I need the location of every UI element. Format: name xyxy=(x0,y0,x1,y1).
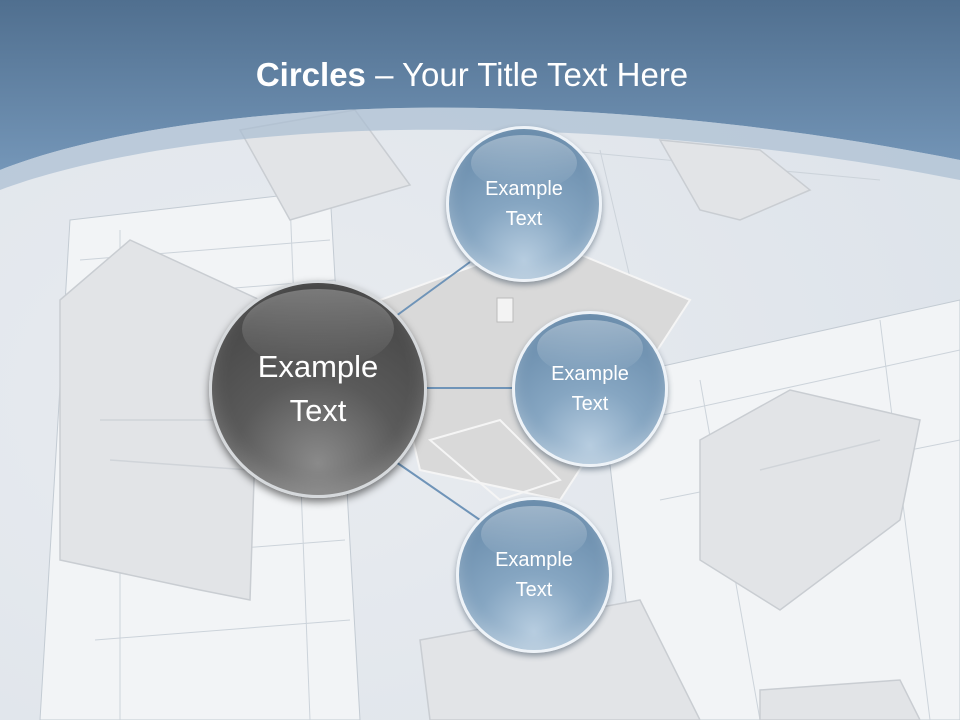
title-text: – Your Title Text Here xyxy=(365,56,689,93)
connector-top xyxy=(395,261,471,317)
slide-title: Circles – Your Title Text Here xyxy=(0,52,944,98)
connector-bottom xyxy=(395,461,481,521)
outer-circle-top: Example Text xyxy=(446,126,602,282)
center-circle: Example Text xyxy=(209,280,427,498)
outer-circle-top-label: Example Text xyxy=(485,178,563,230)
outer-circle-middle: Example Text xyxy=(512,311,668,467)
title-bold-word: Circles xyxy=(255,56,366,93)
outer-circle-middle-label: Example Text xyxy=(551,363,629,415)
center-circle-label: Example Text xyxy=(257,349,379,428)
outer-circle-bottom: Example Text xyxy=(456,497,612,653)
outer-circle-bottom-label: Example Text xyxy=(495,549,573,601)
